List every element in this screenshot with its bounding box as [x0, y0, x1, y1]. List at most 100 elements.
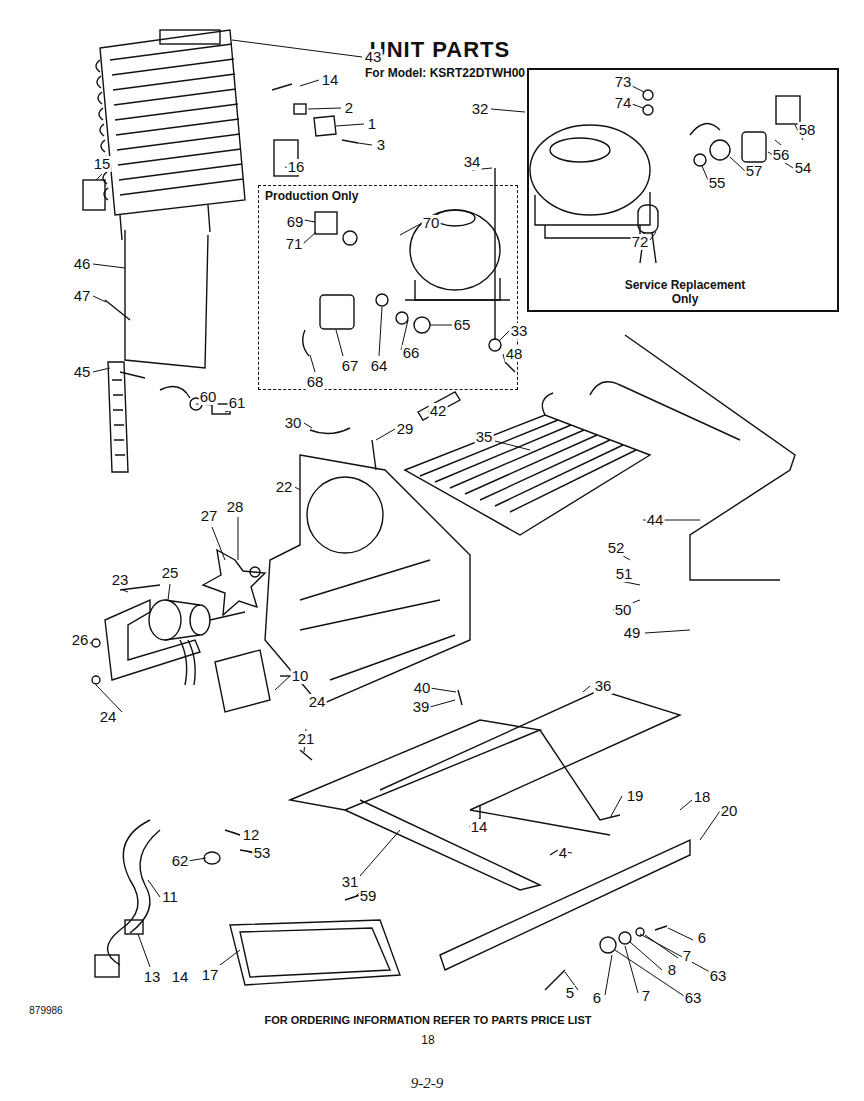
callout-number: 44 [646, 512, 665, 528]
mount-stud [494, 168, 495, 340]
callout-number: 26 [71, 632, 90, 648]
callout-number: 39 [412, 699, 431, 715]
callout-number: 17 [201, 967, 220, 983]
callout-number: 47 [73, 288, 92, 304]
callout-number: 66 [402, 345, 421, 361]
callout-number: 65 [453, 317, 472, 333]
clip [105, 300, 145, 378]
screw [92, 676, 100, 684]
callout-number: 15 [93, 156, 112, 172]
heater-loop [125, 230, 208, 368]
relay [742, 132, 766, 162]
drier [418, 392, 460, 420]
handwritten-note: 9-2-9 [410, 1075, 445, 1091]
callout-number: 52 [607, 540, 626, 556]
callout-number: 69 [286, 214, 305, 230]
callout-number: 27 [200, 508, 219, 524]
callout-number: 11 [161, 889, 179, 905]
callout-number: 61 [228, 395, 247, 411]
clip [458, 690, 462, 705]
callout-number: 14 [171, 969, 190, 985]
callout-number: 51 [615, 566, 634, 582]
terminal-strip [108, 362, 128, 472]
callout-number: 70 [422, 215, 441, 231]
callout-number: 49 [623, 625, 642, 641]
callout-number: 45 [73, 364, 92, 380]
tubing [590, 335, 795, 580]
callout-number: 58 [798, 122, 817, 138]
callout-number: 74 [614, 95, 633, 111]
callout-number: 59 [359, 888, 378, 904]
box-label: Service Replacement Only [610, 278, 760, 306]
callout-number: 30 [284, 415, 303, 431]
callout-number: 29 [396, 421, 415, 437]
callout-number: 24 [308, 694, 327, 710]
callout-number: 20 [720, 803, 739, 819]
wire [303, 330, 309, 356]
washer [396, 312, 408, 324]
grommet [376, 294, 388, 306]
callout-number: 57 [745, 163, 764, 179]
callout-number: 60 [199, 389, 218, 405]
callout-number: 23 [111, 572, 130, 588]
fan-hub [250, 567, 260, 577]
screw [92, 639, 100, 647]
clip [505, 362, 515, 372]
callout-number: 72 [631, 234, 650, 250]
callout-number: 6 [592, 990, 602, 1006]
leader-lines [88, 40, 803, 996]
fan-blade [203, 550, 265, 615]
callout-number: 40 [413, 680, 432, 696]
production-compressor [405, 210, 510, 300]
callout-number: 62 [171, 853, 190, 869]
callout-number: 48 [505, 346, 524, 362]
callout-number: 54 [794, 160, 813, 176]
nut [643, 90, 653, 100]
callout-number: 68 [306, 374, 325, 390]
callout-number: 21 [297, 731, 316, 747]
callout-number: 56 [772, 147, 791, 163]
callout-number: 25 [161, 565, 180, 581]
connector [204, 852, 220, 864]
overload [315, 212, 337, 234]
callout-number: 53 [253, 845, 272, 861]
callout-number: 14 [321, 72, 340, 88]
footer-note: FOR ORDERING INFORMATION REFER TO PARTS … [264, 1012, 593, 1028]
sensor-wire [160, 386, 190, 398]
callout-number: 13 [143, 969, 162, 985]
callout-number: 34 [463, 154, 482, 170]
callout-number: 7 [682, 948, 692, 964]
clip [343, 231, 357, 245]
callout-number: 46 [73, 256, 92, 272]
callout-number: 18 [693, 789, 712, 805]
clip [690, 124, 720, 135]
callout-number: 19 [626, 788, 645, 804]
overload [776, 96, 800, 124]
insulation-pad [83, 180, 105, 210]
washer [643, 105, 653, 115]
callout-number: 55 [708, 175, 727, 191]
power-cord [95, 820, 160, 977]
condenser-coil [96, 30, 245, 240]
callout-number: 31 [341, 874, 360, 890]
title: UNIT PARTS [370, 37, 510, 63]
callout-number: 73 [614, 74, 633, 90]
callout-number: 36 [594, 678, 613, 694]
callout-number: 32 [471, 101, 490, 117]
callout-number: 64 [370, 358, 389, 374]
callout-number: 16 [287, 159, 306, 175]
seal [710, 140, 730, 160]
callout-number: 28 [226, 499, 245, 515]
wire [310, 428, 350, 434]
relay [320, 295, 354, 329]
callout-number: 10 [291, 668, 310, 684]
screw [372, 440, 376, 470]
callout-number: 24 [99, 709, 118, 725]
page-number: 18 [420, 1032, 435, 1048]
callout-number: 14 [470, 819, 489, 835]
callout-number: 7 [641, 988, 651, 1004]
fan-motor [149, 600, 245, 685]
drain-pan [230, 920, 400, 985]
capacitor [638, 205, 658, 233]
